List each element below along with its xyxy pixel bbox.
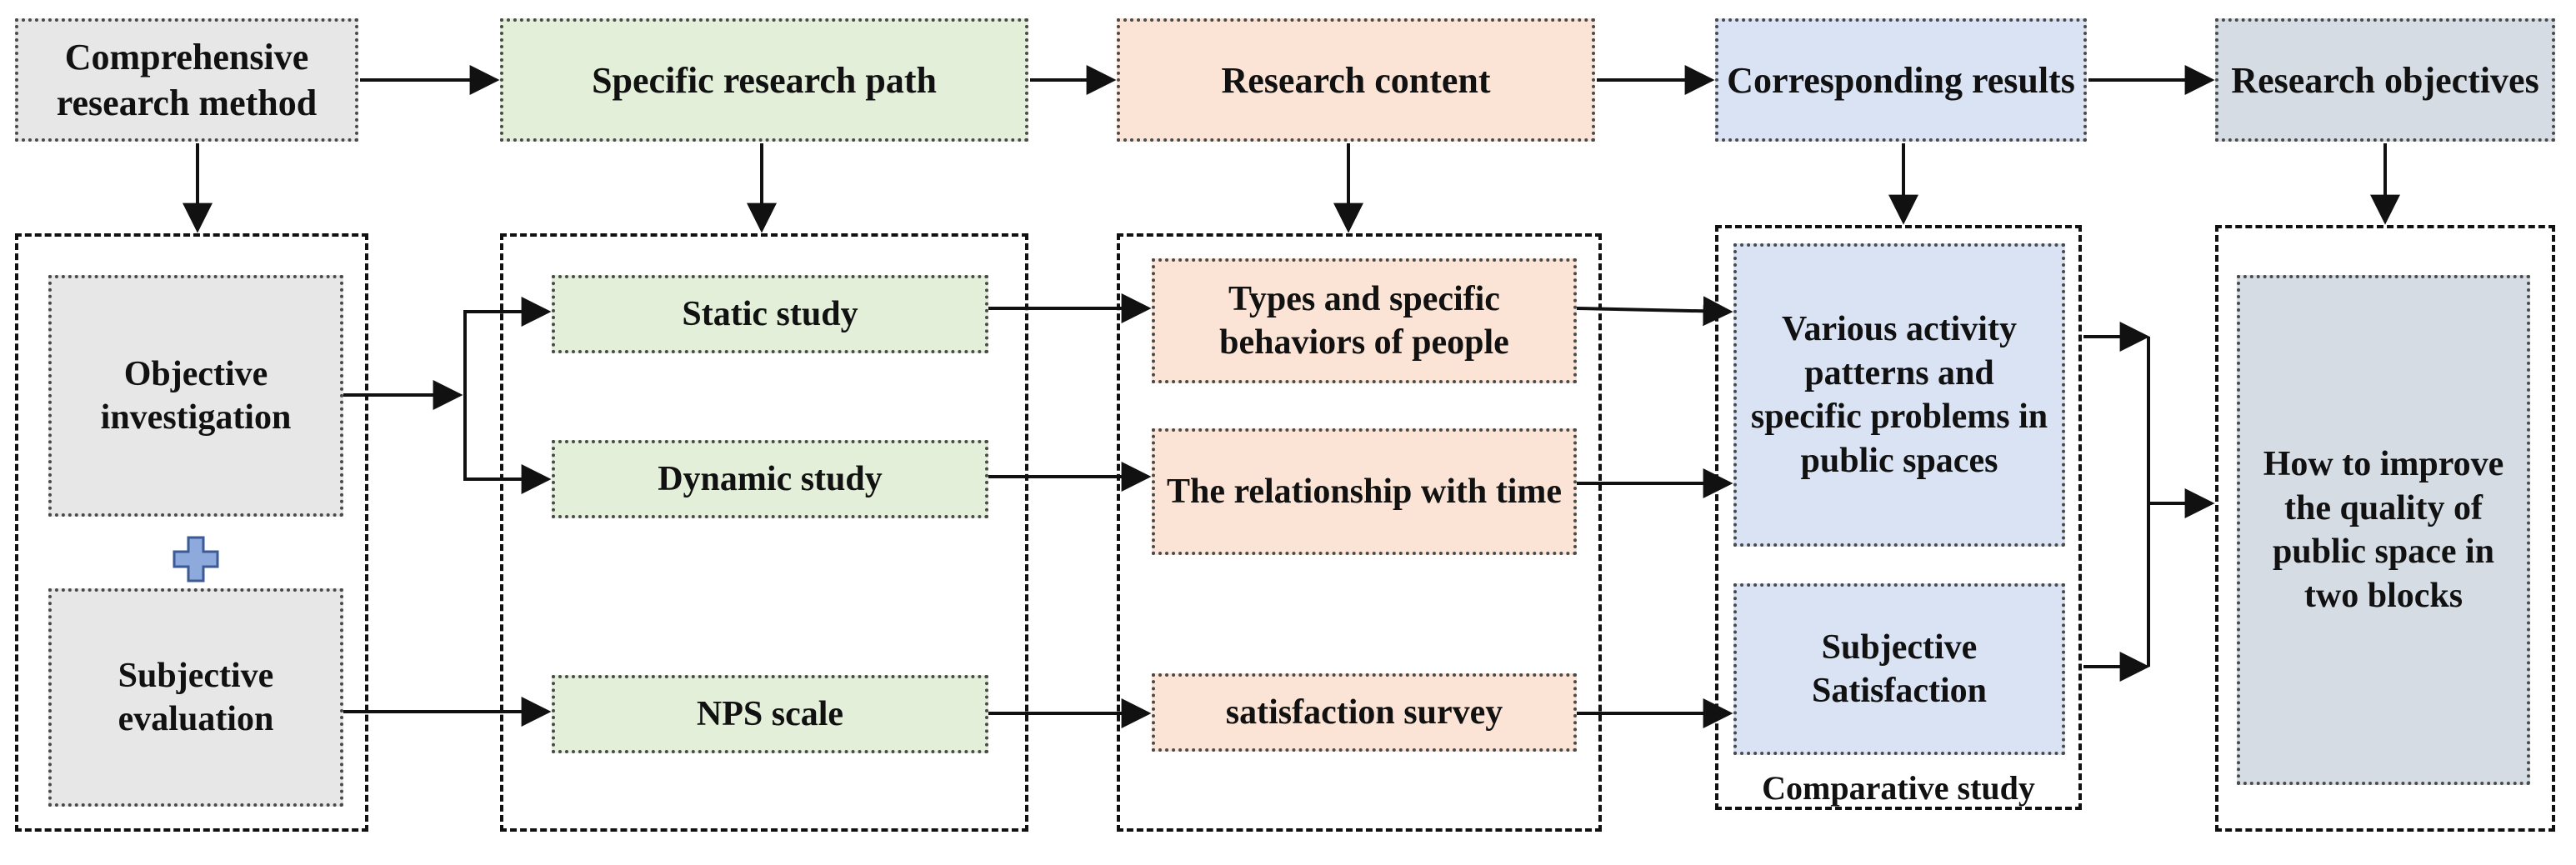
relationship-time-node: The relationship with time xyxy=(1152,428,1577,555)
dynamic-study-node: Dynamic study xyxy=(552,440,988,518)
group-objectives xyxy=(2215,225,2555,832)
comparative-study-caption: Comparative study xyxy=(1762,769,2035,807)
header-research-path: Specific research path xyxy=(500,18,1028,142)
header-research-content: Research content xyxy=(1117,18,1595,142)
fork-to-static xyxy=(463,297,552,395)
group-results xyxy=(1715,225,2082,810)
static-study-node: Static study xyxy=(552,275,988,353)
header-corresponding-results: Corresponding results xyxy=(1715,18,2087,142)
subjective-satisfaction-node: Subjective Satisfaction xyxy=(1733,583,2065,755)
group-methods xyxy=(15,233,368,832)
objective-investigation-node: Objective investigation xyxy=(48,275,343,517)
improve-quality-node: How to improve the quality of public spa… xyxy=(2237,275,2530,785)
types-behaviors-node: Types and specific behaviors of people xyxy=(1152,258,1577,383)
group-paths xyxy=(500,233,1028,832)
satisfaction-survey-node: satisfaction survey xyxy=(1152,673,1577,752)
group-contents xyxy=(1117,233,1602,832)
arrow-types-to-results xyxy=(1576,296,1733,327)
header-research-method: Comprehensive research method xyxy=(15,18,358,142)
fork-to-dynamic xyxy=(463,395,552,494)
header-research-objectives: Research objectives xyxy=(2215,18,2555,142)
plus-icon xyxy=(173,536,219,582)
nps-scale-node: NPS scale xyxy=(552,675,988,753)
activity-patterns-node: Various activity patterns and specific p… xyxy=(1733,243,2065,547)
subjective-evaluation-node: Subjective evaluation xyxy=(48,588,343,807)
